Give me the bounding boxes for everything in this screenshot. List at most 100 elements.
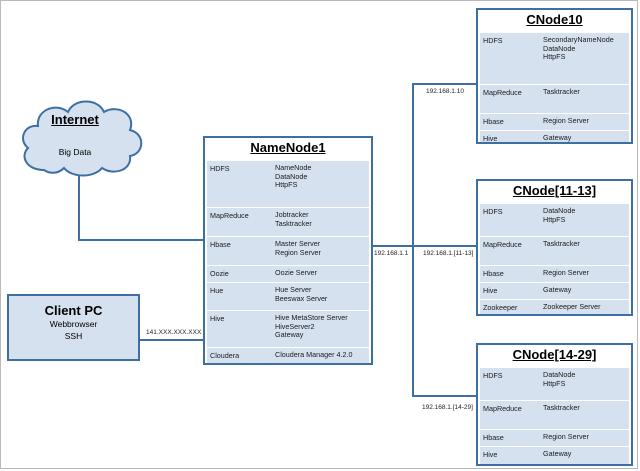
- internet-text: Big Data: [58, 147, 92, 157]
- component-name: Region Server: [543, 432, 589, 441]
- component-name: DataNode: [275, 171, 308, 181]
- client-title: Client PC: [44, 303, 103, 318]
- service-components: Zookeeper Server: [543, 302, 601, 312]
- component-name: HiveServer2: [275, 321, 315, 331]
- service-row: MapReduce Tasktracker: [480, 400, 629, 429]
- cnode14-29-title: CNode[14-29]: [512, 347, 597, 362]
- service-name: HDFS: [483, 36, 503, 45]
- service-name: Hbase: [483, 269, 504, 278]
- cnode10-link: [412, 83, 477, 397]
- service-name: Hive: [210, 314, 225, 323]
- namenode-title: NameNode1: [250, 140, 326, 155]
- service-row: Hbase Region Server: [480, 265, 629, 282]
- ip-cnode10: 192.168.1.10: [426, 88, 464, 95]
- internet-link: [78, 172, 204, 241]
- cloud-icon: [22, 100, 143, 177]
- service-components: Tasktracker: [543, 403, 580, 413]
- service-row: Hbase Region Server: [480, 113, 629, 130]
- service-components: Gateway: [543, 449, 572, 459]
- service-name: MapReduce: [210, 211, 249, 220]
- service-name: Hive: [483, 286, 498, 295]
- ip-cnode14-29: 192.168.1.[14-29]: [422, 404, 473, 411]
- component-name: Hive MetaStore Server: [275, 313, 348, 322]
- component-name: Beeswax Server: [275, 293, 328, 303]
- service-components: Gateway: [543, 133, 572, 143]
- service-components: Cloudera Manager 4.2.0: [275, 350, 353, 360]
- service-name: Hive: [483, 450, 498, 459]
- component-name: Region Server: [275, 247, 321, 257]
- service-row: Zookeeper Zookeeper Server: [480, 299, 629, 314]
- service-name: Hbase: [483, 117, 504, 126]
- component-name: Region Server: [543, 116, 589, 125]
- component-name: SecondaryNameNode: [543, 35, 614, 44]
- client-line-webbrowser: Webbrowser: [49, 319, 98, 329]
- component-name: Gateway: [543, 133, 572, 142]
- ip-cnode11-13: 192.168.1.[11-13]: [423, 250, 474, 257]
- service-name: Cloudera: [210, 351, 240, 360]
- component-name: Cloudera Manager 4.2.0: [275, 350, 353, 359]
- service-components: Tasktracker: [543, 239, 580, 249]
- service-name: MapReduce: [483, 240, 522, 249]
- component-name: Tasktracker: [543, 239, 580, 248]
- component-name: NameNode: [275, 163, 312, 172]
- component-name: Tasktracker: [543, 403, 580, 412]
- service-components: Region Server: [543, 432, 589, 442]
- service-row: Hive Gateway: [480, 282, 629, 299]
- service-row: Oozie Oozie Server: [207, 265, 369, 282]
- component-name: HttpFS: [543, 52, 566, 62]
- component-name: Gateway: [275, 330, 304, 340]
- component-name: Region Server: [543, 268, 589, 277]
- component-name: Hue Server: [275, 285, 312, 294]
- component-name: DataNode: [543, 206, 576, 215]
- internet-title: Internet: [51, 112, 99, 127]
- component-name: Master Server: [275, 239, 321, 248]
- service-name: HDFS: [483, 371, 503, 380]
- service-row: Hive Gateway: [480, 130, 629, 143]
- service-name: MapReduce: [483, 404, 522, 413]
- service-components: Gateway: [543, 285, 571, 295]
- service-row: Cloudera Cloudera Manager 4.2.0: [207, 347, 369, 363]
- component-name: Tasktracker: [275, 218, 312, 228]
- service-name: Hive: [483, 134, 498, 143]
- service-name: Zookeeper: [483, 303, 518, 312]
- service-components: Tasktracker: [543, 87, 580, 97]
- ip-namenode: 192.168.1.1: [374, 250, 409, 257]
- service-row: Hive Gateway: [480, 446, 629, 464]
- component-name: HttpFS: [543, 214, 566, 224]
- component-name: Oozie Server: [275, 268, 317, 277]
- ip-client-link: 141.XXX.XXX.XXX: [146, 329, 202, 336]
- service-components: Oozie Server: [275, 268, 317, 278]
- component-name: HttpFS: [275, 180, 298, 190]
- component-name: Tasktracker: [543, 87, 580, 96]
- service-name: Oozie: [210, 269, 229, 278]
- component-name: Jobtracker: [275, 210, 309, 219]
- component-name: HttpFS: [543, 378, 566, 388]
- client-pc-box: Client PC Webbrowser SSH: [7, 294, 140, 361]
- cnode10-title: CNode10: [526, 12, 583, 27]
- component-name: DataNode: [543, 43, 576, 53]
- client-line-ssh: SSH: [64, 331, 83, 341]
- component-name: Gateway: [543, 449, 572, 458]
- service-components: Region Server: [543, 268, 589, 278]
- service-row: MapReduce Tasktracker: [480, 236, 629, 265]
- component-name: DataNode: [543, 370, 576, 379]
